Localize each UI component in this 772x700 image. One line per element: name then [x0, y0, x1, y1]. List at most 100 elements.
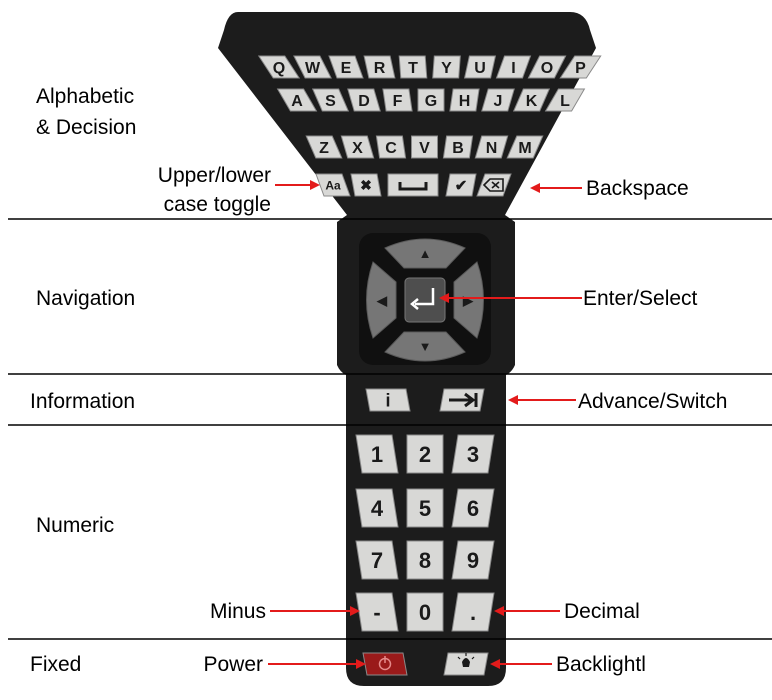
info-icon: i [385, 390, 390, 410]
key-7[interactable]: 7 [355, 540, 399, 580]
key-label-f: F [393, 93, 403, 110]
key-p[interactable]: P [559, 55, 602, 79]
key-label-n: N [486, 140, 498, 157]
key-w[interactable]: W [293, 55, 332, 79]
backspace-key[interactable] [476, 173, 512, 197]
key-label-9: 9 [467, 548, 479, 573]
key-4[interactable]: 4 [355, 488, 399, 528]
key-label-d: D [358, 93, 370, 110]
backlight-key[interactable] [443, 652, 489, 676]
key-u[interactable]: U [463, 55, 497, 79]
key-label-m: M [518, 140, 531, 157]
key-label-r: R [374, 60, 386, 77]
key-decimal[interactable]: . [451, 592, 495, 632]
section-label-numeric: Numeric [36, 514, 114, 537]
case-toggle-key[interactable]: Aa [315, 173, 351, 197]
key-r[interactable]: R [363, 55, 396, 79]
key-5[interactable]: 5 [406, 488, 444, 528]
key-label-u: U [474, 60, 486, 77]
key-t[interactable]: T [398, 55, 428, 79]
nav-up-key[interactable]: ▲ [384, 238, 466, 269]
key-s[interactable]: S [311, 88, 350, 112]
bulb-icon [462, 658, 470, 667]
key-y[interactable]: Y [432, 55, 461, 79]
key-g[interactable]: G [417, 88, 445, 112]
key-label-j: J [494, 93, 503, 110]
key-label-v: V [419, 140, 430, 157]
section-label-alphabetic: Alphabetic [36, 85, 134, 108]
nav-left-key-icon: ◀ [376, 293, 388, 308]
cancel-key[interactable]: ✖ [350, 173, 382, 197]
callout-case-toggle-line1: Upper/lower [158, 164, 271, 187]
key-8[interactable]: 8 [406, 540, 444, 580]
key-n[interactable]: N [474, 135, 509, 159]
info-key[interactable]: i [365, 388, 411, 412]
key-label-p: P [575, 60, 586, 77]
key-0[interactable]: 0 [406, 592, 444, 632]
section-label-information: Information [30, 390, 135, 413]
callout-backspace: Backspace [586, 177, 689, 200]
key-b[interactable]: B [442, 135, 474, 159]
key-k[interactable]: K [512, 88, 551, 112]
power-key[interactable] [362, 652, 408, 676]
nav-left-key[interactable]: ◀ [366, 261, 397, 339]
key-label-s: S [325, 93, 336, 110]
key-m[interactable]: M [506, 135, 544, 159]
key-label-z: Z [319, 140, 329, 157]
key-v[interactable]: V [411, 135, 438, 159]
key-e[interactable]: E [328, 55, 364, 79]
key-6[interactable]: 6 [451, 488, 495, 528]
key-label-o: O [541, 60, 553, 77]
key-c[interactable]: C [375, 135, 407, 159]
key-label-y: Y [441, 60, 452, 77]
key-label-8: 8 [419, 548, 431, 573]
key-label-g: G [425, 93, 437, 110]
key-2[interactable]: 2 [406, 434, 444, 474]
space-key[interactable] [387, 173, 439, 197]
key-z[interactable]: Z [305, 135, 343, 159]
nav-down-key[interactable]: ▼ [384, 331, 466, 362]
callout-minus: Minus [210, 600, 266, 623]
key-label-b: B [452, 140, 464, 157]
key-d[interactable]: D [347, 88, 381, 112]
nav-down-key-icon: ▼ [419, 339, 432, 354]
callout-case-toggle-line2: case toggle [164, 193, 271, 216]
key-label-t: T [408, 60, 418, 77]
key-label-q: Q [273, 60, 285, 77]
key-label-w: W [305, 60, 321, 77]
key-q[interactable]: Q [257, 55, 301, 79]
nav-right-key[interactable]: ▶ [453, 261, 484, 339]
key-label-2: 2 [419, 442, 431, 467]
section-label-decision: & Decision [36, 116, 136, 139]
enter-key[interactable] [404, 277, 446, 323]
key-3[interactable]: 3 [451, 434, 495, 474]
advance-switch-key[interactable] [439, 388, 485, 412]
ok-key[interactable]: ✔ [445, 173, 477, 197]
key-label-h: H [459, 93, 471, 110]
key-f[interactable]: F [382, 88, 413, 112]
key-9[interactable]: 9 [451, 540, 495, 580]
key-label-x: X [352, 140, 363, 157]
callout-backlight: Backlightl [556, 653, 646, 676]
key-h[interactable]: H [449, 88, 480, 112]
key-l[interactable]: L [544, 88, 586, 112]
key-label-5: 5 [419, 496, 431, 521]
key-label-3: 3 [467, 442, 479, 467]
key-label-1: 1 [371, 442, 383, 467]
callout-enter-select: Enter/Select [583, 287, 698, 310]
key-label-6: 6 [467, 496, 479, 521]
key-x[interactable]: X [340, 135, 375, 159]
key-o[interactable]: O [527, 55, 567, 79]
key-label-k: K [526, 93, 538, 110]
key-a[interactable]: A [276, 88, 318, 112]
key-j[interactable]: J [481, 88, 515, 112]
key-label-4: 4 [371, 496, 384, 521]
check-icon: ✔ [455, 177, 468, 194]
key-1[interactable]: 1 [355, 434, 399, 474]
key-label-a: A [291, 93, 303, 110]
key-i[interactable]: I [495, 55, 532, 79]
backspace-icon [482, 178, 504, 192]
key-minus[interactable]: - [355, 592, 399, 632]
key-label-c: C [385, 140, 397, 157]
